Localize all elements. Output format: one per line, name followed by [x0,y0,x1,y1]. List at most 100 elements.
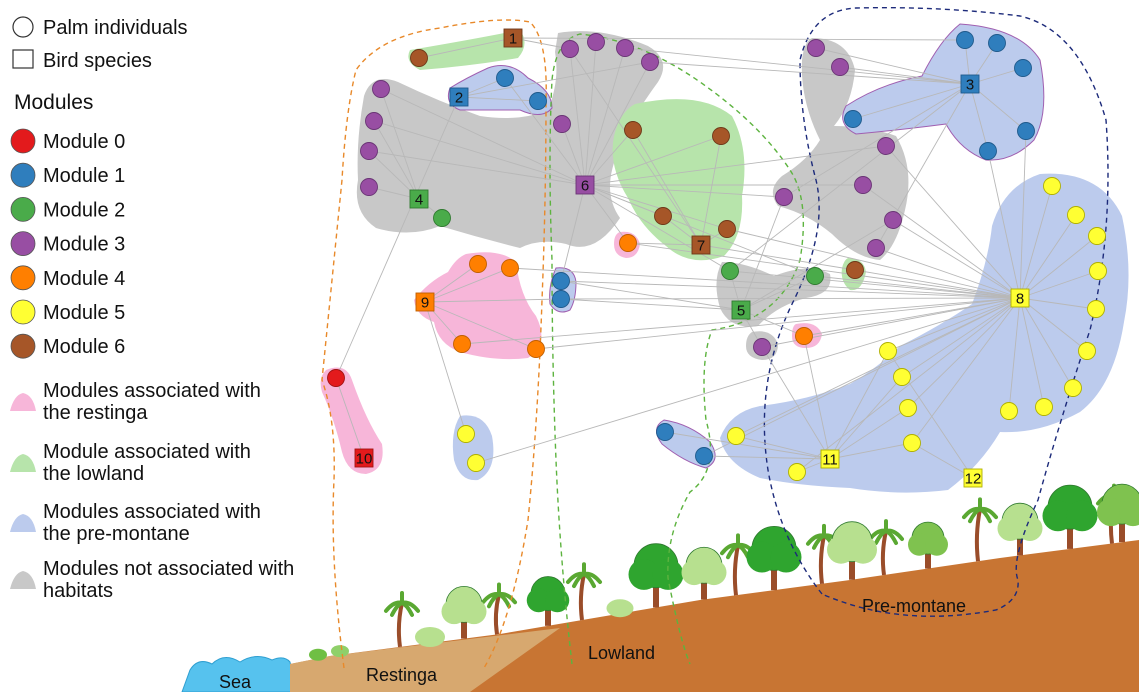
legend-module-6-label: Module 6 [43,336,125,358]
network-edge [664,431,831,460]
shrub [415,627,445,647]
bird-node-label: 9 [421,295,429,312]
network-edge [735,297,1021,437]
network-edge [424,298,562,303]
bird-node-6 [575,175,595,195]
landscape [181,483,1139,692]
network-edge [829,407,909,460]
legend-bird-square-icon [12,49,34,69]
palm-node-module-6 [624,121,642,139]
network-edge [535,297,1021,350]
palm-node-module-4 [469,255,487,273]
bird-node-4 [409,189,429,209]
habitat-label-premontane: Pre-montane [862,596,966,616]
network-edge [1019,297,1074,389]
network-edge [729,83,971,272]
palm-node-module-5 [1067,206,1085,224]
palm-trunk [880,530,888,576]
tree-crown [908,533,931,556]
palm-node-module-5 [1089,262,1107,280]
network-edge [735,435,831,460]
network-edge [373,120,586,186]
network-edge [584,47,626,186]
hull-grey-module-right [772,38,909,260]
palm-node-module-3 [616,39,634,57]
network-edge [560,297,1021,300]
palm-node-module-5 [1087,300,1105,318]
legend-habitat-0-line1: Modules associated with [43,380,261,402]
network-edge [700,135,722,246]
network-edge [509,267,1021,299]
network-edge [458,96,539,102]
palm-node-module-1 [1014,59,1032,77]
palm-node-module-3 [854,176,872,194]
network-edge [368,150,586,186]
legend-module-0-swatch-icon [10,128,36,154]
network-edge [569,48,586,186]
hull-lowland-module-1 [408,30,525,70]
network-edge [1019,297,1097,310]
legend-habitat-0-line2: the restinga [43,402,148,424]
bird-node-label: 4 [415,192,423,209]
tree-crown [746,541,778,573]
network-edge [418,37,514,59]
module-hulls [320,23,1129,493]
legend-modules-title: Modules [14,91,93,114]
hull-restinga-module-9 [414,252,542,360]
legend-module-4-swatch-icon [10,265,36,291]
vegetation [309,483,1139,661]
tree-crown [1119,498,1139,527]
network-edge [796,297,1021,473]
network-edge [901,297,1021,378]
palm-trunk [818,535,826,585]
network-edge [380,88,420,200]
network-edge [584,184,785,198]
bird-node-3 [960,74,980,94]
bird-node-label: 7 [697,238,705,255]
network-edge [560,280,1021,299]
network-edge [504,77,586,186]
palm-node-module-3 [867,239,885,257]
network-edge [632,129,702,246]
tree-crown [461,598,487,625]
network-edge [424,301,537,350]
tree-crown [545,588,570,613]
bird-node-label: 6 [581,178,589,195]
network-edge [740,196,785,311]
network-edge [803,335,831,460]
network-edge [458,61,651,98]
network-edge [649,61,971,85]
bird-node-1 [503,28,523,48]
network-edge [627,242,702,246]
palm-node-module-0 [327,369,345,387]
legend-module-2-swatch-icon [10,196,36,222]
palm-node-module-4 [501,259,519,277]
lowland-boundary [549,33,804,665]
tree-crown [827,535,855,564]
network-edge [1019,185,1053,299]
network-edge [560,280,742,311]
tree-crown [441,598,467,625]
palm-node-module-1 [695,447,713,465]
palm-node-module-5 [879,342,897,360]
network-edge [560,298,742,311]
network-edge [911,442,974,479]
network-edge [969,83,989,152]
bird-node-label: 10 [356,451,373,468]
palm-node-module-5 [788,463,806,481]
network-edge [703,455,831,460]
network-edge [987,150,1021,299]
sand-strip [290,628,560,692]
bird-node-label: 8 [1016,291,1024,308]
hull-restinga-module-10 [320,367,383,474]
bird-node-label: 2 [455,90,463,107]
legend-habitat-3-swatch-icon [10,571,36,589]
palm-trunk [732,544,740,596]
palm-node-module-2 [721,262,739,280]
palm-node-module-3 [561,40,579,58]
network-edge [584,61,651,186]
legend-habitat-2-line2: the pre-montane [43,523,190,545]
network-edge [729,270,1021,299]
network-edge [380,88,586,186]
